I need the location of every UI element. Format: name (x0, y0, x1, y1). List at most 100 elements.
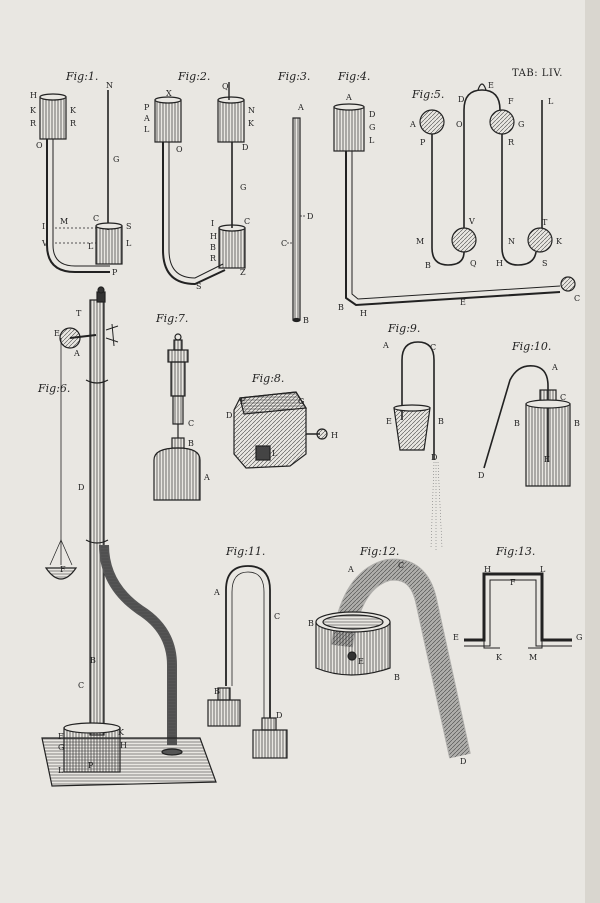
fig1-label: Fig:1. (65, 70, 98, 83)
svg-text:S: S (126, 222, 131, 231)
svg-text:E: E (358, 657, 364, 666)
fig11-label: Fig:11. (225, 545, 265, 558)
svg-text:B: B (303, 316, 309, 325)
fig5-label: Fig:5. (411, 88, 444, 101)
figure-6: Fig:6. T E A D F B C F G L K H P (37, 286, 217, 787)
svg-text:A: A (409, 120, 416, 129)
svg-text:L: L (126, 239, 132, 248)
svg-text:N: N (248, 106, 255, 115)
svg-text:H: H (120, 741, 127, 750)
figure-7: Fig:7. C B A (153, 312, 210, 501)
svg-text:H: H (496, 259, 503, 268)
svg-text:N: N (508, 237, 515, 246)
svg-text:F: F (60, 565, 66, 574)
svg-text:A: A (203, 473, 210, 482)
svg-text:B: B (308, 619, 314, 628)
svg-text:A: A (551, 363, 558, 372)
figure-8: Fig:8. E G D L H (226, 372, 338, 469)
fig4-label: Fig:4. (337, 70, 370, 83)
svg-text:K: K (496, 653, 503, 662)
svg-text:N: N (106, 81, 113, 90)
svg-text:X: X (166, 89, 172, 98)
svg-text:R: R (70, 119, 77, 128)
svg-text:E: E (488, 81, 494, 90)
svg-text:K: K (118, 728, 125, 737)
svg-text:L: L (540, 565, 546, 574)
svg-text:T: T (76, 309, 82, 318)
svg-text:O: O (456, 120, 463, 129)
svg-text:L: L (144, 125, 150, 134)
svg-text:D: D (226, 411, 232, 420)
svg-text:O: O (176, 145, 183, 154)
svg-text:A: A (382, 341, 389, 350)
svg-text:E: E (460, 298, 466, 307)
svg-text:Q: Q (222, 82, 229, 91)
svg-text:G: G (113, 155, 119, 164)
figure-1: Fig:1. H K R O N K R G M C S I V L L P (30, 70, 132, 277)
svg-text:Q: Q (470, 259, 477, 268)
svg-text:D: D (460, 757, 466, 766)
svg-text:A: A (143, 114, 150, 123)
svg-text:B: B (338, 303, 344, 312)
svg-text:B: B (438, 417, 444, 426)
svg-text:K: K (70, 106, 77, 115)
fig6-label: Fig:6. (37, 382, 70, 395)
svg-text:D: D (478, 471, 484, 480)
svg-text:P: P (420, 138, 426, 147)
svg-text:B: B (90, 656, 96, 665)
svg-text:A: A (213, 588, 220, 597)
svg-text:B: B (514, 419, 520, 428)
fig12-label: Fig:12. (359, 545, 399, 558)
svg-text:D: D (307, 212, 313, 221)
svg-text:M: M (60, 217, 68, 226)
svg-text:R: R (210, 254, 217, 263)
svg-text:C: C (93, 214, 99, 223)
svg-text:P: P (112, 268, 118, 277)
svg-text:K: K (556, 237, 563, 246)
svg-text:I: I (211, 219, 214, 228)
fig8-label: Fig:8. (251, 372, 284, 385)
svg-text:D: D (431, 453, 437, 462)
svg-text:D: D (276, 711, 282, 720)
figure-4: Fig:4. A D G L B H E C (333, 70, 580, 318)
svg-text:C: C (244, 217, 250, 226)
svg-text:C: C (281, 239, 287, 248)
svg-text:O: O (36, 141, 43, 150)
svg-text:D: D (369, 110, 375, 119)
svg-text:H: H (360, 309, 367, 318)
plate-tab-label: TAB: LIV. (512, 68, 563, 79)
svg-text:H: H (30, 91, 37, 100)
svg-text:S: S (542, 259, 547, 268)
fig7-label: Fig:7. (155, 312, 188, 325)
svg-text:B: B (574, 419, 580, 428)
svg-text:C: C (574, 294, 580, 303)
svg-text:A: A (347, 565, 354, 574)
figure-9: Fig:9. A C B E D (382, 322, 444, 552)
svg-text:H: H (331, 431, 338, 440)
svg-text:B: B (214, 687, 220, 696)
svg-text:F: F (508, 97, 514, 106)
svg-text:Z: Z (240, 268, 246, 277)
svg-text:M: M (416, 237, 424, 246)
svg-text:L: L (272, 449, 278, 458)
svg-text:K: K (248, 119, 255, 128)
svg-text:G: G (58, 743, 64, 752)
svg-text:B: B (425, 261, 431, 270)
svg-text:K: K (30, 106, 37, 115)
figure-10: Fig:10. A C B B E D (478, 340, 580, 487)
svg-text:V: V (41, 239, 48, 248)
svg-text:I: I (42, 222, 45, 231)
svg-text:C: C (78, 681, 84, 690)
svg-text:E: E (240, 397, 246, 406)
svg-text:L: L (548, 97, 554, 106)
fig2-label: Fig:2. (177, 70, 210, 83)
svg-text:G: G (298, 397, 304, 406)
svg-text:R: R (30, 119, 37, 128)
fig10-label: Fig:10. (511, 340, 551, 353)
svg-text:L: L (58, 766, 64, 775)
svg-text:T: T (542, 218, 548, 227)
svg-text:L: L (88, 242, 94, 251)
svg-text:E: E (453, 633, 459, 642)
svg-text:G: G (369, 123, 375, 132)
svg-text:C: C (430, 343, 436, 352)
